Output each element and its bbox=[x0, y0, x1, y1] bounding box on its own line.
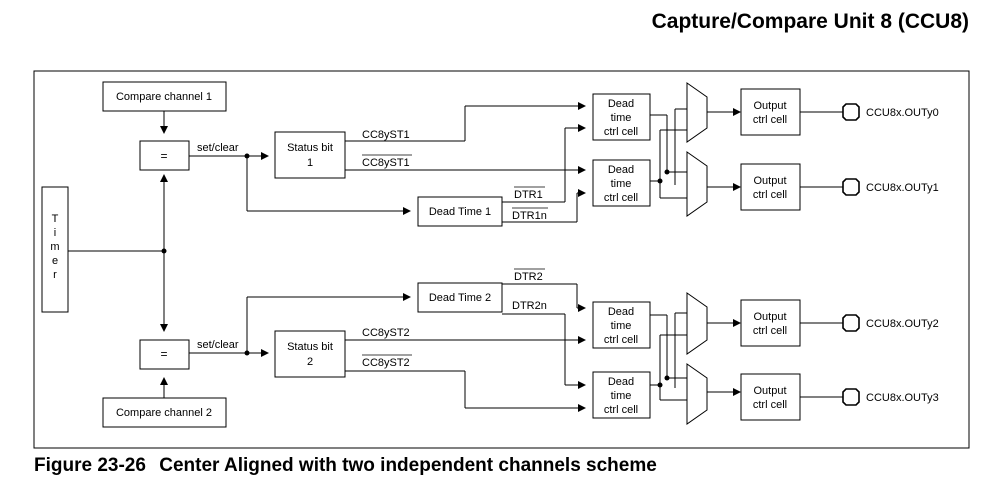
comparator-2-symbol: = bbox=[160, 347, 167, 361]
dead-time-ctrl-cell-2: Dead time ctrl cell bbox=[592, 159, 651, 207]
timer-letter: T bbox=[52, 213, 59, 225]
junction-dot bbox=[244, 153, 250, 159]
junction-dot bbox=[664, 169, 670, 175]
dead-time-1-label: Dead Time 1 bbox=[429, 206, 491, 218]
comparator-2: = bbox=[139, 339, 190, 370]
output-ctrl-cell-3: Output ctrl cell bbox=[740, 299, 801, 347]
set-clear-label-2: set/clear bbox=[197, 339, 239, 351]
status-bit-2-label: Status bit bbox=[287, 341, 333, 353]
cell-text: ctrl cell bbox=[604, 404, 638, 416]
signal-dtr1: DTR1 bbox=[514, 189, 543, 201]
signal-cc8yst2-inverted: CC8yST2 bbox=[362, 357, 410, 369]
cell-text: Output bbox=[753, 385, 786, 397]
junction-dot bbox=[161, 248, 167, 254]
multiplexer-3 bbox=[686, 292, 708, 355]
signal-dtr2: DTR2 bbox=[514, 271, 543, 283]
figure-caption-text: Center Aligned with two independent chan… bbox=[159, 455, 657, 476]
output-ctrl-cell-1: Output ctrl cell bbox=[740, 88, 801, 136]
cell-text: ctrl cell bbox=[604, 334, 638, 346]
cell-text: Dead bbox=[608, 376, 634, 388]
compare-channel-1-block: Compare channel 1 bbox=[102, 81, 227, 112]
timer-letter: i bbox=[54, 227, 56, 239]
cell-text: time bbox=[611, 320, 632, 332]
output-pin-icon bbox=[842, 388, 860, 406]
status-bit-1-label: Status bit bbox=[287, 142, 333, 154]
output-label-3: CCU8x.OUTy3 bbox=[866, 392, 939, 404]
cell-text: Dead bbox=[608, 164, 634, 176]
dead-time-1-block: Dead Time 1 bbox=[417, 196, 503, 227]
comparator-1-symbol: = bbox=[160, 149, 167, 163]
compare-channel-2-label: Compare channel 2 bbox=[116, 407, 212, 419]
cell-text: ctrl cell bbox=[604, 192, 638, 204]
cell-text: Dead bbox=[608, 306, 634, 318]
status-bit-1-number: 1 bbox=[307, 157, 313, 169]
output-ctrl-cell-2: Output ctrl cell bbox=[740, 163, 801, 211]
junction-dot bbox=[657, 178, 663, 184]
signal-cc8yst1: CC8yST1 bbox=[362, 129, 410, 141]
multiplexer-1 bbox=[686, 82, 708, 143]
cell-text: time bbox=[611, 390, 632, 402]
multiplexer-4 bbox=[686, 363, 708, 425]
cell-text: Output bbox=[753, 311, 786, 323]
page-title: Capture/Compare Unit 8 (CCU8) bbox=[651, 10, 969, 33]
signal-dtr1n: DTR1n bbox=[512, 210, 547, 222]
multiplexer-2 bbox=[686, 151, 708, 217]
cell-text: ctrl cell bbox=[753, 114, 787, 126]
junction-dot bbox=[657, 382, 663, 388]
output-label-1: CCU8x.OUTy1 bbox=[866, 182, 939, 194]
junction-dot bbox=[244, 350, 250, 356]
timer-letter: e bbox=[52, 255, 58, 267]
signal-dtr2n: DTR2n bbox=[512, 300, 547, 312]
cell-text: time bbox=[611, 178, 632, 190]
timer-letter: r bbox=[53, 269, 57, 281]
set-clear-label-1: set/clear bbox=[197, 142, 239, 154]
output-pin-icon bbox=[842, 314, 860, 332]
comparator-1: = bbox=[139, 140, 190, 171]
output-pin-icon bbox=[842, 178, 860, 196]
output-ctrl-cell-4: Output ctrl cell bbox=[740, 373, 801, 421]
figure-number: Figure 23-26 bbox=[34, 455, 146, 476]
dead-time-ctrl-cell-3: Dead time ctrl cell bbox=[592, 301, 651, 349]
status-bit-1-block: Status bit 1 bbox=[274, 131, 346, 179]
junction-dot bbox=[664, 375, 670, 381]
output-label-0: CCU8x.OUTy0 bbox=[866, 107, 939, 119]
cell-text: ctrl cell bbox=[604, 126, 638, 138]
dead-time-2-label: Dead Time 2 bbox=[429, 292, 491, 304]
output-label-2: CCU8x.OUTy2 bbox=[866, 318, 939, 330]
compare-channel-1-label: Compare channel 1 bbox=[116, 91, 212, 103]
diagram-frame bbox=[33, 70, 970, 449]
output-pin-icon bbox=[842, 103, 860, 121]
compare-channel-2-block: Compare channel 2 bbox=[102, 397, 227, 428]
cell-text: ctrl cell bbox=[753, 189, 787, 201]
status-bit-2-block: Status bit 2 bbox=[274, 330, 346, 378]
cell-text: time bbox=[611, 112, 632, 124]
cell-text: ctrl cell bbox=[753, 325, 787, 337]
figure-caption: Figure 23-26 Center Aligned with two ind… bbox=[34, 455, 657, 477]
cell-text: Output bbox=[753, 100, 786, 112]
dead-time-2-block: Dead Time 2 bbox=[417, 282, 503, 313]
dead-time-ctrl-cell-1: Dead time ctrl cell bbox=[592, 93, 651, 141]
cell-text: Dead bbox=[608, 98, 634, 110]
signal-cc8yst2: CC8yST2 bbox=[362, 327, 410, 339]
timer-letter: m bbox=[50, 241, 59, 253]
signal-cc8yst1-inverted: CC8yST1 bbox=[362, 157, 410, 169]
dead-time-ctrl-cell-4: Dead time ctrl cell bbox=[592, 371, 651, 419]
cell-text: ctrl cell bbox=[753, 399, 787, 411]
status-bit-2-number: 2 bbox=[307, 356, 313, 368]
cell-text: Output bbox=[753, 175, 786, 187]
